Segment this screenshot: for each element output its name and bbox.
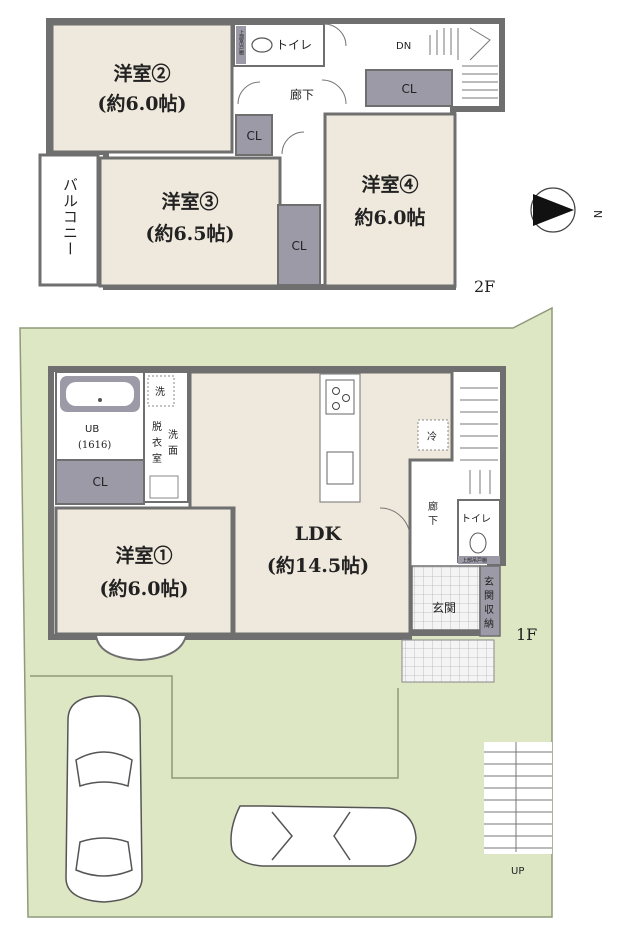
washroom-label-3: 室: [152, 452, 162, 465]
entrance-label: 玄関: [432, 600, 456, 615]
balcony: [38, 153, 100, 287]
bath-size: (1616): [78, 440, 111, 451]
car-1: [65, 695, 143, 903]
sink: [326, 451, 354, 485]
entrance-storage-label-2: 関: [484, 590, 494, 602]
car-2: [230, 805, 417, 867]
bath-label: UB: [85, 424, 99, 435]
bay-window: [95, 635, 187, 662]
room-3-name: 洋室③: [161, 190, 218, 213]
entrance-storage-label-3: 収: [484, 604, 494, 616]
closet-2f-a: [235, 114, 273, 156]
hall-1f-label-1: 廊: [428, 500, 438, 513]
wash-basin-label-1: 洗: [168, 429, 178, 441]
ldk-name: LDK: [295, 523, 343, 545]
first-floor: UB (1616) 洗 脱 衣 室 洗 面 CL 冷 UP 廊: [48, 366, 537, 683]
room-3: [98, 156, 282, 288]
entrance-storage-label-1: 玄: [484, 575, 494, 588]
washroom-label-1: 脱: [152, 420, 162, 433]
fridge-space: [417, 419, 449, 451]
room-4-name: 洋室④: [361, 173, 418, 196]
fridge-label: 冷: [427, 430, 437, 443]
stairs-2f: [429, 26, 498, 104]
entrance-storage: [479, 565, 501, 637]
second-floor: バルコニー CL CL CL 上部吊戸棚 トイレ 廊下 DN 洋室②: [38, 18, 604, 296]
floor2-level-label: 2F: [474, 277, 495, 296]
entrance-storage-label-4: 納: [484, 617, 494, 630]
hall-1f: [412, 462, 456, 562]
parking-outline: [30, 675, 399, 779]
room-2-size: (約6.0帖): [97, 92, 186, 115]
room-2: [50, 22, 234, 154]
closet-2f-c-label: CL: [401, 82, 416, 96]
wash-basin-label-2: 面: [168, 446, 178, 457]
room-4: [323, 112, 457, 288]
toilet-2f: [233, 23, 325, 67]
toilet-2f-bowl: [251, 37, 273, 53]
closet-1f: [55, 459, 145, 505]
room-2-name: 洋室②: [113, 62, 170, 85]
entrance-porch: [401, 639, 495, 683]
balcony-label: バルコニー: [61, 177, 79, 257]
outside-up-label: UP: [511, 866, 524, 877]
stairs-1f: [456, 374, 498, 494]
hall-2f-label: 廊下: [290, 87, 314, 102]
hall-1f-label-2: 下: [428, 516, 438, 527]
compass: N: [530, 187, 604, 233]
washer-label: 洗: [155, 386, 165, 398]
closet-2f-b: [277, 204, 321, 286]
floor1-level-label: 1F: [516, 625, 537, 644]
closet-2f-a-label: CL: [246, 129, 261, 143]
ldk-size: (約14.5帖): [267, 554, 369, 577]
toilet-1f-shelf-label: 上部吊戸棚: [462, 557, 487, 564]
room-4-size: 約6.0帖: [354, 206, 425, 229]
room-1-name: 洋室①: [115, 544, 172, 567]
stair-down-label: DN: [396, 41, 411, 52]
room-1: [54, 506, 234, 636]
room-3-size: (約6.5帖): [145, 222, 234, 245]
washer-space: [147, 375, 175, 407]
wash-basin: [149, 475, 179, 499]
toilet-1f-label: トイレ: [461, 514, 491, 525]
outside-steps: [484, 742, 552, 854]
toilet-1f-shelf: [458, 556, 500, 564]
room-1-size: (約6.0帖): [99, 577, 188, 600]
closet-2f-c: [365, 69, 453, 107]
closet-2f-b-label: CL: [291, 239, 306, 253]
closet-1f-label: CL: [92, 475, 107, 489]
toilet-2f-label: トイレ: [276, 38, 312, 52]
compass-north-label: N: [591, 210, 604, 218]
toilet-2f-shelf-label: 上部吊戸棚: [238, 29, 244, 56]
toilet-2f-shelf: [236, 26, 246, 64]
entrance: [411, 565, 481, 631]
washroom-label-2: 衣: [152, 436, 162, 449]
